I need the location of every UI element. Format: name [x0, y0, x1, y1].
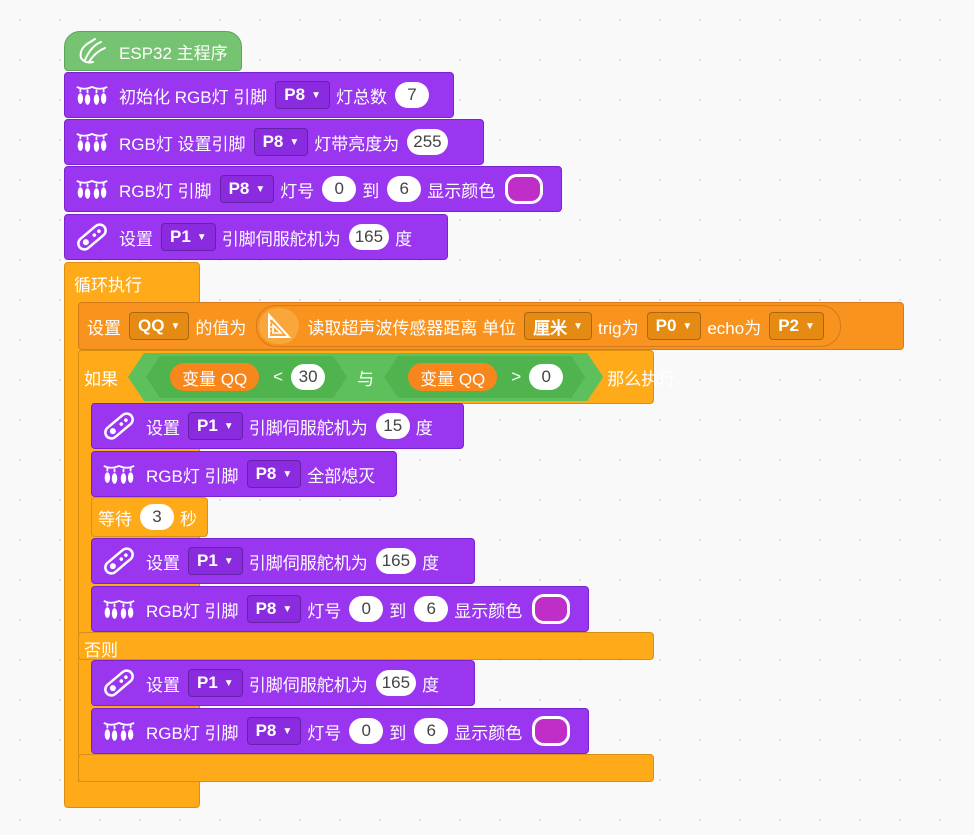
- if-block-spine: [78, 398, 92, 782]
- compare-value-input[interactable]: 0: [529, 364, 563, 390]
- led-to-input[interactable]: 6: [414, 596, 449, 622]
- ultrasonic-sensor-block[interactable]: 读取超声波传感器距离 单位 厘米▼ trig为 P0▼ echo为 P2▼: [256, 305, 841, 347]
- rgb-init-block[interactable]: 初始化 RGB灯 引脚 P8▼ 灯总数 7: [64, 72, 454, 118]
- servo-angle-input[interactable]: 165: [375, 548, 417, 574]
- pin-dropdown[interactable]: P8▼: [246, 460, 302, 488]
- servo-icon: [100, 542, 138, 580]
- variable-dropdown[interactable]: QQ▼: [129, 312, 190, 340]
- pin-dropdown[interactable]: P8▼: [246, 595, 302, 623]
- trig-pin-dropdown[interactable]: P0▼: [646, 312, 702, 340]
- led-from-input[interactable]: 0: [349, 718, 384, 744]
- pin-dropdown[interactable]: P1▼: [188, 547, 243, 575]
- rgb-show-color-block[interactable]: RGB灯 引脚 P8▼ 灯号 0 到 6 显示颜色: [91, 586, 589, 632]
- rgb-all-off-block[interactable]: RGB灯 引脚 P8▼ 全部熄灭: [91, 451, 397, 497]
- compare-value-input[interactable]: 30: [291, 364, 325, 390]
- variable-reporter[interactable]: 变量 QQ: [408, 363, 497, 391]
- pin-dropdown[interactable]: P8▼: [219, 175, 275, 203]
- if-condition-row: 如果 变量 QQ < 30 与 变量 QQ > 0 那么执行: [78, 352, 681, 402]
- servo-block[interactable]: 设置 P1▼ 引脚伺服舵机为 165 度: [64, 214, 448, 260]
- pin-dropdown[interactable]: P8▼: [275, 81, 330, 109]
- servo-icon: [73, 218, 111, 256]
- led-count-input[interactable]: 7: [395, 82, 429, 108]
- servo-angle-input[interactable]: 165: [375, 670, 417, 696]
- led-from-input[interactable]: 0: [322, 176, 357, 202]
- less-than-condition[interactable]: 变量 QQ < 30: [146, 356, 347, 398]
- pin-dropdown[interactable]: P1▼: [161, 223, 216, 251]
- pin-dropdown[interactable]: P1▼: [188, 669, 243, 697]
- variable-reporter[interactable]: 变量 QQ: [170, 363, 259, 391]
- else-bar: [78, 632, 654, 660]
- hand-wave-icon: [73, 32, 111, 70]
- led-to-input[interactable]: 6: [414, 718, 449, 744]
- echo-pin-dropdown[interactable]: P2▼: [769, 312, 824, 340]
- servo-angle-input[interactable]: 15: [375, 413, 410, 439]
- and-condition[interactable]: 变量 QQ < 30 与 变量 QQ > 0: [128, 353, 603, 401]
- servo-block[interactable]: 设置 P1▼ 引脚伺服舵机为 165 度: [91, 660, 475, 706]
- set-variable-block[interactable]: 设置 QQ▼ 的值为 读取超声波传感器距离 单位 厘米▼ trig为 P0▼ e…: [78, 302, 904, 350]
- loop-label: 循环执行: [74, 275, 142, 295]
- rgb-brightness-block[interactable]: RGB灯 设置引脚 P8▼ 灯带亮度为 255: [64, 119, 484, 165]
- led-string-icon: [100, 455, 138, 493]
- rgb-show-color-block[interactable]: RGB灯 引脚 P8▼ 灯号 0 到 6 显示颜色: [91, 708, 589, 754]
- servo-icon: [100, 407, 138, 445]
- greater-than-condition[interactable]: 变量 QQ > 0: [384, 356, 585, 398]
- unit-dropdown[interactable]: 厘米▼: [524, 312, 592, 340]
- led-string-icon: [73, 123, 111, 161]
- esp32-main-hat[interactable]: ESP32 主程序: [64, 31, 242, 71]
- led-string-icon: [73, 170, 111, 208]
- if-block-footer: [78, 754, 654, 782]
- color-swatch[interactable]: [532, 716, 571, 746]
- color-swatch[interactable]: [505, 174, 544, 204]
- servo-icon: [100, 664, 138, 702]
- pin-dropdown[interactable]: P1▼: [188, 412, 243, 440]
- pin-dropdown[interactable]: P8▼: [246, 717, 302, 745]
- servo-block[interactable]: 设置 P1▼ 引脚伺服舵机为 165 度: [91, 538, 475, 584]
- wait-block[interactable]: 等待 3 秒: [91, 497, 208, 537]
- led-from-input[interactable]: 0: [349, 596, 384, 622]
- servo-block[interactable]: 设置 P1▼ 引脚伺服舵机为 15 度: [91, 403, 464, 449]
- rgb-show-color-block[interactable]: RGB灯 引脚 P8▼ 灯号 0 到 6 显示颜色: [64, 166, 562, 212]
- pin-dropdown[interactable]: P8▼: [253, 128, 309, 156]
- servo-angle-input[interactable]: 165: [348, 224, 390, 250]
- wait-seconds-input[interactable]: 3: [140, 504, 174, 530]
- brightness-input[interactable]: 255: [407, 129, 448, 155]
- led-to-input[interactable]: 6: [387, 176, 422, 202]
- ruler-triangle-icon: [259, 308, 300, 344]
- led-string-icon: [73, 76, 111, 114]
- led-string-icon: [100, 590, 138, 628]
- color-swatch[interactable]: [532, 594, 571, 624]
- else-label: 否则: [84, 641, 118, 660]
- led-string-icon: [100, 712, 138, 750]
